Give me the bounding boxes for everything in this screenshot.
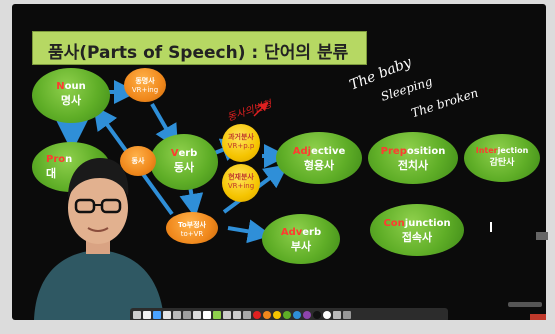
- line-icon[interactable]: [193, 311, 201, 319]
- drawing-toolbar[interactable]: [130, 308, 448, 320]
- color-blue-icon[interactable]: [293, 311, 301, 319]
- settings-icon[interactable]: [333, 311, 341, 319]
- pen-icon[interactable]: [143, 311, 151, 319]
- node-adjective: Adjective 형용사: [276, 132, 362, 184]
- node-conjunction: Conjunction 접속사: [370, 204, 464, 256]
- arrow-red-note: [253, 101, 269, 117]
- color-yellow-icon[interactable]: [273, 311, 281, 319]
- zoom-slider[interactable]: [508, 302, 542, 307]
- arrow-to-adverb: [227, 219, 272, 244]
- color-green-icon[interactable]: [283, 311, 291, 319]
- node-noun: Noun 명사: [32, 68, 110, 123]
- side-badge: [536, 232, 548, 240]
- page-title: 품사(Parts of Speech) : 단어의 분류: [48, 43, 349, 63]
- node-gerund: 동명사 VR+ing: [124, 68, 166, 102]
- cursor-mark: [490, 222, 492, 232]
- zoom-icon[interactable]: [243, 311, 251, 319]
- eraser-icon[interactable]: [163, 311, 171, 319]
- recording-badge: [530, 314, 546, 320]
- whiteboard-canvas[interactable]: 품사(Parts of Speech) : 단어의 분류: [12, 4, 546, 320]
- arrow-verb-to: [179, 185, 204, 218]
- title-banner: 품사(Parts of Speech) : 단어의 분류: [32, 31, 367, 65]
- node-adverb: Adverb 부사: [262, 214, 340, 264]
- node-interjection: Interjection 감탄사: [464, 134, 540, 182]
- color-black-icon[interactable]: [313, 311, 321, 319]
- node-present-participle: 현재분사 VR+ing: [222, 164, 260, 202]
- shape-icon[interactable]: [183, 311, 191, 319]
- text-icon[interactable]: [173, 311, 181, 319]
- redo-icon[interactable]: [233, 311, 241, 319]
- node-past-participle: 과거분사 VR+p.p: [222, 124, 260, 162]
- color-purple-icon[interactable]: [303, 311, 311, 319]
- color-orange-icon[interactable]: [263, 311, 271, 319]
- image-icon[interactable]: [213, 311, 221, 319]
- menu-icon[interactable]: [133, 311, 141, 319]
- arrow-icon[interactable]: [203, 311, 211, 319]
- node-to-infinitive: To부정사 to+VR: [166, 212, 218, 244]
- node-verb: Verb 동사: [150, 134, 218, 190]
- color-red-icon[interactable]: [253, 311, 261, 319]
- presenter-avatar: [34, 158, 164, 320]
- node-verb-partial: 동사: [120, 146, 156, 176]
- close-icon[interactable]: [343, 311, 351, 319]
- undo-icon[interactable]: [223, 311, 231, 319]
- node-preposition: Preposition 전치사: [368, 132, 458, 184]
- highlighter-icon[interactable]: [153, 311, 161, 319]
- color-white-icon[interactable]: [323, 311, 331, 319]
